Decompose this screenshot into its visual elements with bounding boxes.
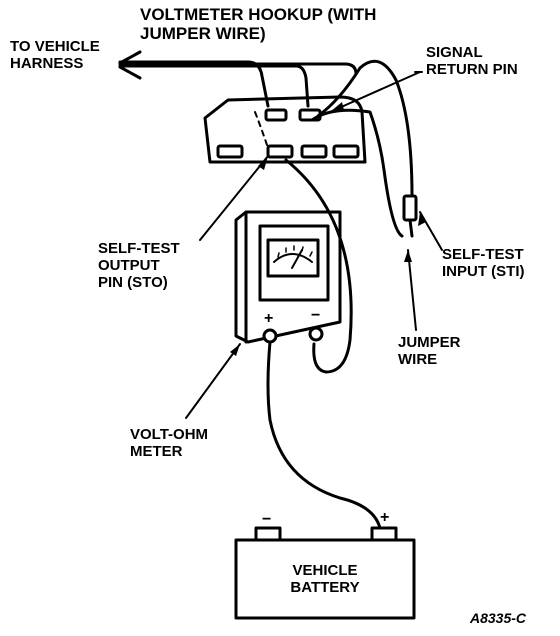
label-line: OUTPUT xyxy=(98,257,160,274)
connector-pin xyxy=(216,144,244,159)
connector-pin xyxy=(332,144,360,159)
connector-pin-sto xyxy=(266,144,294,159)
label-signal-return-pin: SIGNAL RETURN PIN xyxy=(426,44,518,78)
meter-negative-sign: − xyxy=(311,307,320,324)
meter-positive-sign: + xyxy=(264,310,273,327)
label-line: HARNESS xyxy=(10,55,84,72)
label-line: RETURN PIN xyxy=(426,61,518,78)
sto-to-meter-negative-wire xyxy=(284,158,353,374)
label-self-test-output-pin: SELF-TEST OUTPUT PIN (STO) xyxy=(98,240,180,291)
diagram-title-line: JUMPER WIRE) xyxy=(140,24,266,43)
label-line: SIGNAL xyxy=(426,44,483,61)
label-line: VOLT-OHM xyxy=(130,426,209,443)
meter-positive-terminal xyxy=(262,328,278,344)
diagram-title-line: VOLTMETER HOOKUP (WITH xyxy=(140,5,377,24)
arrowhead-icon xyxy=(258,156,268,170)
arrowhead-icon xyxy=(418,212,426,226)
connector-pin xyxy=(300,144,328,159)
diagram-title: VOLTMETER HOOKUP (WITH JUMPER WIRE) xyxy=(140,5,376,43)
battery-negative-sign: − xyxy=(262,511,271,528)
label-line: METER xyxy=(130,443,183,460)
arrowhead-icon xyxy=(404,250,412,262)
meter-negative-terminal xyxy=(308,326,324,342)
meter-needle xyxy=(291,249,303,269)
label-vehicle-battery: VEHICLE BATTERY xyxy=(236,562,414,596)
arrowhead-icon xyxy=(330,102,344,112)
self-test-input-clip xyxy=(402,194,418,222)
vehicle-battery: − + xyxy=(234,509,416,620)
volt-ohm-meter: + − xyxy=(234,210,342,344)
label-to-vehicle-harness: TO VEHICLE HARNESS xyxy=(10,38,100,72)
arrowhead-icon xyxy=(230,344,240,356)
label-line: SELF-TEST xyxy=(98,240,180,257)
label-jumper-wire: JUMPER WIRE xyxy=(398,334,461,368)
label-line: BATTERY xyxy=(290,579,360,596)
connector-pin xyxy=(264,108,288,122)
label-line: TO VEHICLE xyxy=(10,38,100,55)
label-line: WIRE xyxy=(398,351,438,368)
label-line: VEHICLE xyxy=(292,562,358,579)
internal-trace xyxy=(254,111,269,149)
label-line: JUMPER xyxy=(398,334,461,351)
vehicle-harness-wires xyxy=(118,50,358,108)
meter-dial xyxy=(266,238,320,278)
meter-positive-to-battery-wire xyxy=(266,340,382,530)
label-volt-ohm-meter: VOLT-OHM METER xyxy=(130,426,208,460)
jumper-leader xyxy=(407,249,417,331)
battery-positive-sign: + xyxy=(380,509,389,526)
label-line: PIN (STO) xyxy=(98,274,168,291)
label-line: INPUT (STI) xyxy=(442,263,525,280)
figure-id: A8335-C xyxy=(470,610,527,626)
sto-leader xyxy=(199,155,269,241)
meter-leader xyxy=(185,343,241,419)
label-self-test-input: SELF-TEST INPUT (STI) xyxy=(442,246,525,280)
signal-return-leader xyxy=(329,71,421,113)
harness-arrow-icon xyxy=(118,50,142,80)
label-line: SELF-TEST xyxy=(442,246,524,263)
leader-arrowheads xyxy=(230,102,426,356)
